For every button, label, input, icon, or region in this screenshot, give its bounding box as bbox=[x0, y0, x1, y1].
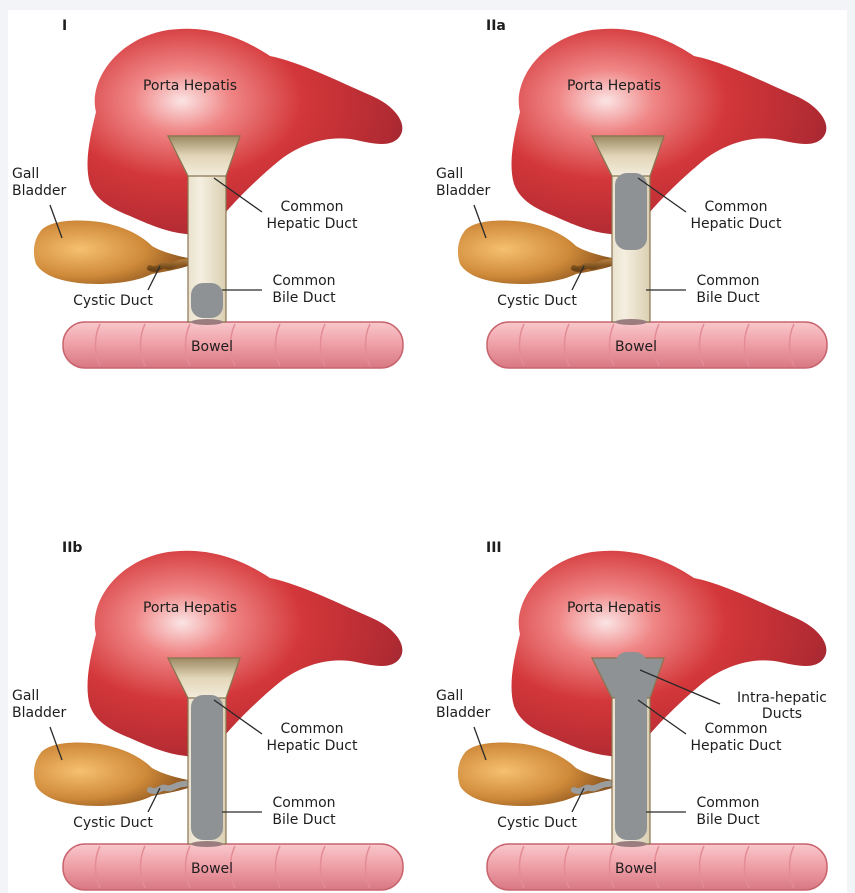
cystic-duct-label: Cystic Duct bbox=[497, 293, 577, 309]
gall-bladder-shape bbox=[458, 742, 612, 806]
cystic-duct-label: Cystic Duct bbox=[73, 815, 153, 831]
atresia-segment bbox=[615, 652, 647, 840]
bowel-label: Bowel bbox=[191, 861, 233, 877]
bowel-label: Bowel bbox=[191, 339, 233, 355]
cystic-duct-label: Cystic Duct bbox=[73, 293, 153, 309]
bowel-label: Bowel bbox=[615, 861, 657, 877]
porta-hepatis-label: Porta Hepatis bbox=[143, 78, 237, 94]
porta-hepatis-label: Porta Hepatis bbox=[567, 78, 661, 94]
liver-shape bbox=[88, 551, 403, 757]
atresia-segment bbox=[615, 173, 647, 250]
bowel-label: Bowel bbox=[615, 339, 657, 355]
cystic-duct-label: Cystic Duct bbox=[497, 815, 577, 831]
gall-bladder-shape bbox=[34, 742, 188, 806]
porta-hepatis-label: Porta Hepatis bbox=[567, 600, 661, 616]
gall-bladder-shape bbox=[458, 220, 612, 284]
panel-label: I bbox=[62, 18, 67, 34]
gall-bladder-shape bbox=[34, 220, 188, 284]
atresia-segment bbox=[191, 695, 223, 840]
atresia-segment bbox=[191, 283, 223, 318]
liver-shape bbox=[512, 551, 827, 757]
panel-label: III bbox=[486, 540, 502, 556]
panel-label: IIa bbox=[486, 18, 506, 34]
panel-label: IIb bbox=[62, 540, 82, 556]
porta-hepatis-label: Porta Hepatis bbox=[143, 600, 237, 616]
liver-shape bbox=[88, 29, 403, 235]
liver-shape bbox=[512, 29, 827, 235]
